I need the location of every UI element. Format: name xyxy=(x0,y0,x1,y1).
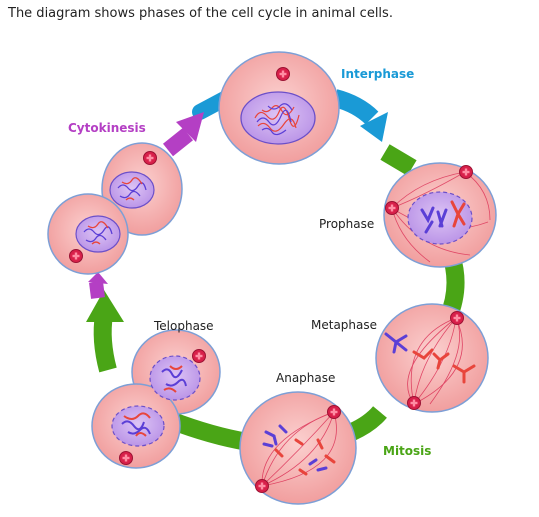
nucleus xyxy=(240,91,316,145)
anaphase-label: Anaphase xyxy=(276,371,336,385)
prophase-cell xyxy=(383,162,497,268)
centrosome xyxy=(192,349,206,363)
centrosome xyxy=(407,396,421,410)
anaphase-cell xyxy=(239,391,357,505)
telophase-cell xyxy=(91,329,221,469)
centrosome xyxy=(255,479,269,493)
interphase-cell xyxy=(218,51,340,165)
cytokinesis-label: Cytokinesis xyxy=(68,121,146,135)
mitosis-label: Mitosis xyxy=(383,444,432,458)
diagram-caption: The diagram shows phases of the cell cyc… xyxy=(8,6,393,21)
centrosome xyxy=(119,451,133,465)
metaphase-cell xyxy=(375,303,489,413)
centrosome xyxy=(276,67,290,81)
nucleus xyxy=(111,405,165,447)
centrosome xyxy=(69,249,83,263)
centrosome xyxy=(327,405,341,419)
metaphase-label: Metaphase xyxy=(311,318,378,332)
centrosome xyxy=(385,201,399,215)
centrosome xyxy=(450,311,464,325)
prophase-label: Prophase xyxy=(319,217,375,231)
telophase-label: Telophase xyxy=(154,319,214,333)
interphase-label: Interphase xyxy=(341,67,415,81)
cytokinesis-arrow xyxy=(88,112,204,299)
cytokinesis-cells xyxy=(47,142,183,275)
centrosome xyxy=(459,165,473,179)
centrosome xyxy=(143,151,157,165)
